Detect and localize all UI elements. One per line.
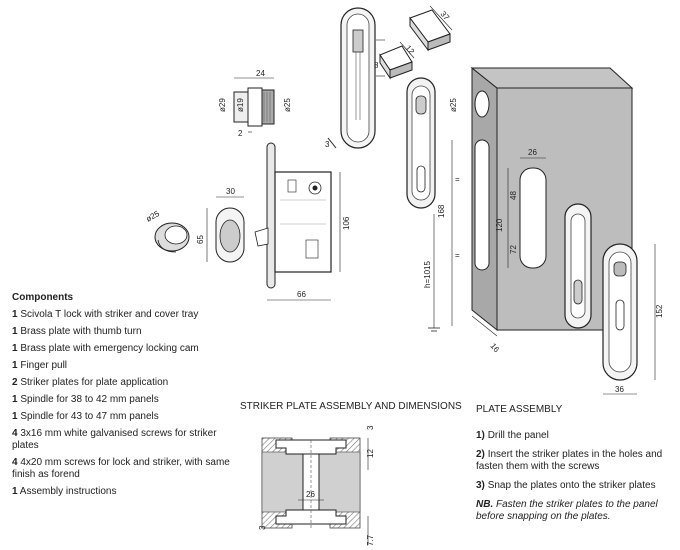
section-7-7: 7.7 [366,534,375,546]
screw-mark-label: 3 [325,140,330,149]
component-text: 4x20 mm screws for lock and striker, wit… [12,457,230,480]
component-text: Spindle for 38 to 42 mm panels [20,394,159,405]
component-text: Spindle for 43 to 47 mm panels [20,411,159,422]
component-item: 2 Striker plates for plate application [12,377,237,389]
component-qty: 2 [12,377,18,388]
plate-height-dim: 152 [655,304,664,318]
section-12: 12 [366,449,375,458]
component-qty: 1 [12,326,18,337]
cylinder-drawing: 24 ø29 ø19 ø25 2 [218,69,292,138]
section-width-dim: 26 [306,490,315,499]
spindle-drawing: 37 12 [379,5,453,80]
component-text: Assembly instructions [19,486,117,497]
component-text: Brass plate with thumb turn [20,326,142,337]
striker-plate-drawing [564,203,592,329]
slot-72-dim: 72 [509,245,518,254]
plate-width-dim: 36 [615,385,624,394]
lock-height-dim: 106 [342,216,351,230]
finger-pull-drawing: ø25 30 65 [145,187,245,263]
component-qty: 1 [12,360,18,371]
component-item: 1 Spindle for 38 to 42 mm panels [12,394,237,406]
component-item: 1 Spindle for 43 to 47 mm panels [12,411,237,423]
striker-title: STRIKER PLATE ASSEMBLY AND DIMENSIONS [240,401,462,412]
height-168-dim: 168 [437,204,446,218]
component-qty: 1 [12,309,18,320]
step-number: 1) [476,430,485,441]
panel-thickness-dim: 16 [488,342,501,355]
slot-48-dim: 48 [509,191,518,200]
lock-body-drawing: 106 66 [254,142,351,301]
component-item: 4 4x20 mm screws for lock and striker, w… [12,457,237,481]
equal-mark-2: = [455,251,460,260]
component-item: 1 Assembly instructions [12,486,237,498]
finger-pull-height: 65 [196,235,205,244]
component-qty: 1 [12,486,18,497]
component-item: 4 3x16 mm white galvanised screws for st… [12,428,237,452]
step-number: 2) [476,449,485,460]
plate-assembly-heading: PLATE ASSEMBLY [476,404,563,415]
component-qty: 4 [12,457,18,468]
component-item: 1 Scivola T lock with striker and cover … [12,309,237,321]
step-text: Insert the striker plates in the holes a… [476,449,663,472]
step-text: Snap the plates onto the striker plates [487,480,656,491]
component-text: 3x16 mm white galvanised screws for stri… [12,428,217,451]
cylinder-diameter-25: ø25 [283,98,292,112]
component-item: 1 Finger pull [12,360,237,372]
component-text: Brass plate with emergency locking cam [20,343,199,354]
component-qty: 1 [12,411,18,422]
cylinder-tab-dim: 2 [238,129,243,138]
component-text: Scivola T lock with striker and cover tr… [20,309,199,320]
lock-width-dim: 66 [297,290,306,299]
cylinder-diameter-29: ø29 [218,98,227,112]
cylinder-diameter-19: ø19 [236,98,245,112]
assembly-step: 2) Insert the striker plates in the hole… [476,449,676,473]
floor-height-dim: h=1015 [423,261,432,288]
step-text: Drill the panel [487,430,549,441]
section-top-3: 3 [366,425,375,430]
equal-mark-1: = [455,175,460,184]
assembly-step: 3) Snap the plates onto the striker plat… [476,480,676,492]
striker-section-drawing: 26 3 12 3 7.7 [258,425,375,546]
component-item: 1 Brass plate with emergency locking cam [12,343,237,355]
note-label: NB. [476,499,494,510]
section-bottom-3: 3 [258,525,267,530]
thumb-turn-plate-drawing: 8 3 [325,7,385,149]
finger-pull-width: 30 [226,187,235,196]
spindle-square-dim-8: 8 [374,61,379,70]
slot-120-dim: 120 [495,218,504,232]
assembly-step: 1) Drill the panel [476,430,676,442]
finger-pull-diameter: ø25 [145,209,162,224]
component-text: Finger pull [20,360,68,371]
assembly-note: NB. Fasten the striker plates to the pan… [476,499,676,523]
final-plate-drawing: 152 36 [602,243,664,395]
slot-width-dim: 26 [528,148,537,157]
door-panel-drawing: 26 48 120 72 ø25 = = 168 h=1015 16 [423,66,634,355]
component-qty: 4 [12,428,18,439]
cylinder-length-dim: 24 [256,69,265,78]
components-list: Components 1 Scivola T lock with striker… [12,292,237,503]
emergency-plate-drawing [406,77,436,209]
component-qty: 1 [12,394,18,405]
component-text: Striker plates for plate application [20,377,169,388]
component-qty: 1 [12,343,18,354]
note-text: Fasten the striker plates to the panel b… [476,499,658,522]
step-number: 3) [476,480,485,491]
components-heading: Components [12,292,74,303]
hole-diameter-dim: ø25 [449,98,458,112]
component-item: 1 Brass plate with thumb turn [12,326,237,338]
